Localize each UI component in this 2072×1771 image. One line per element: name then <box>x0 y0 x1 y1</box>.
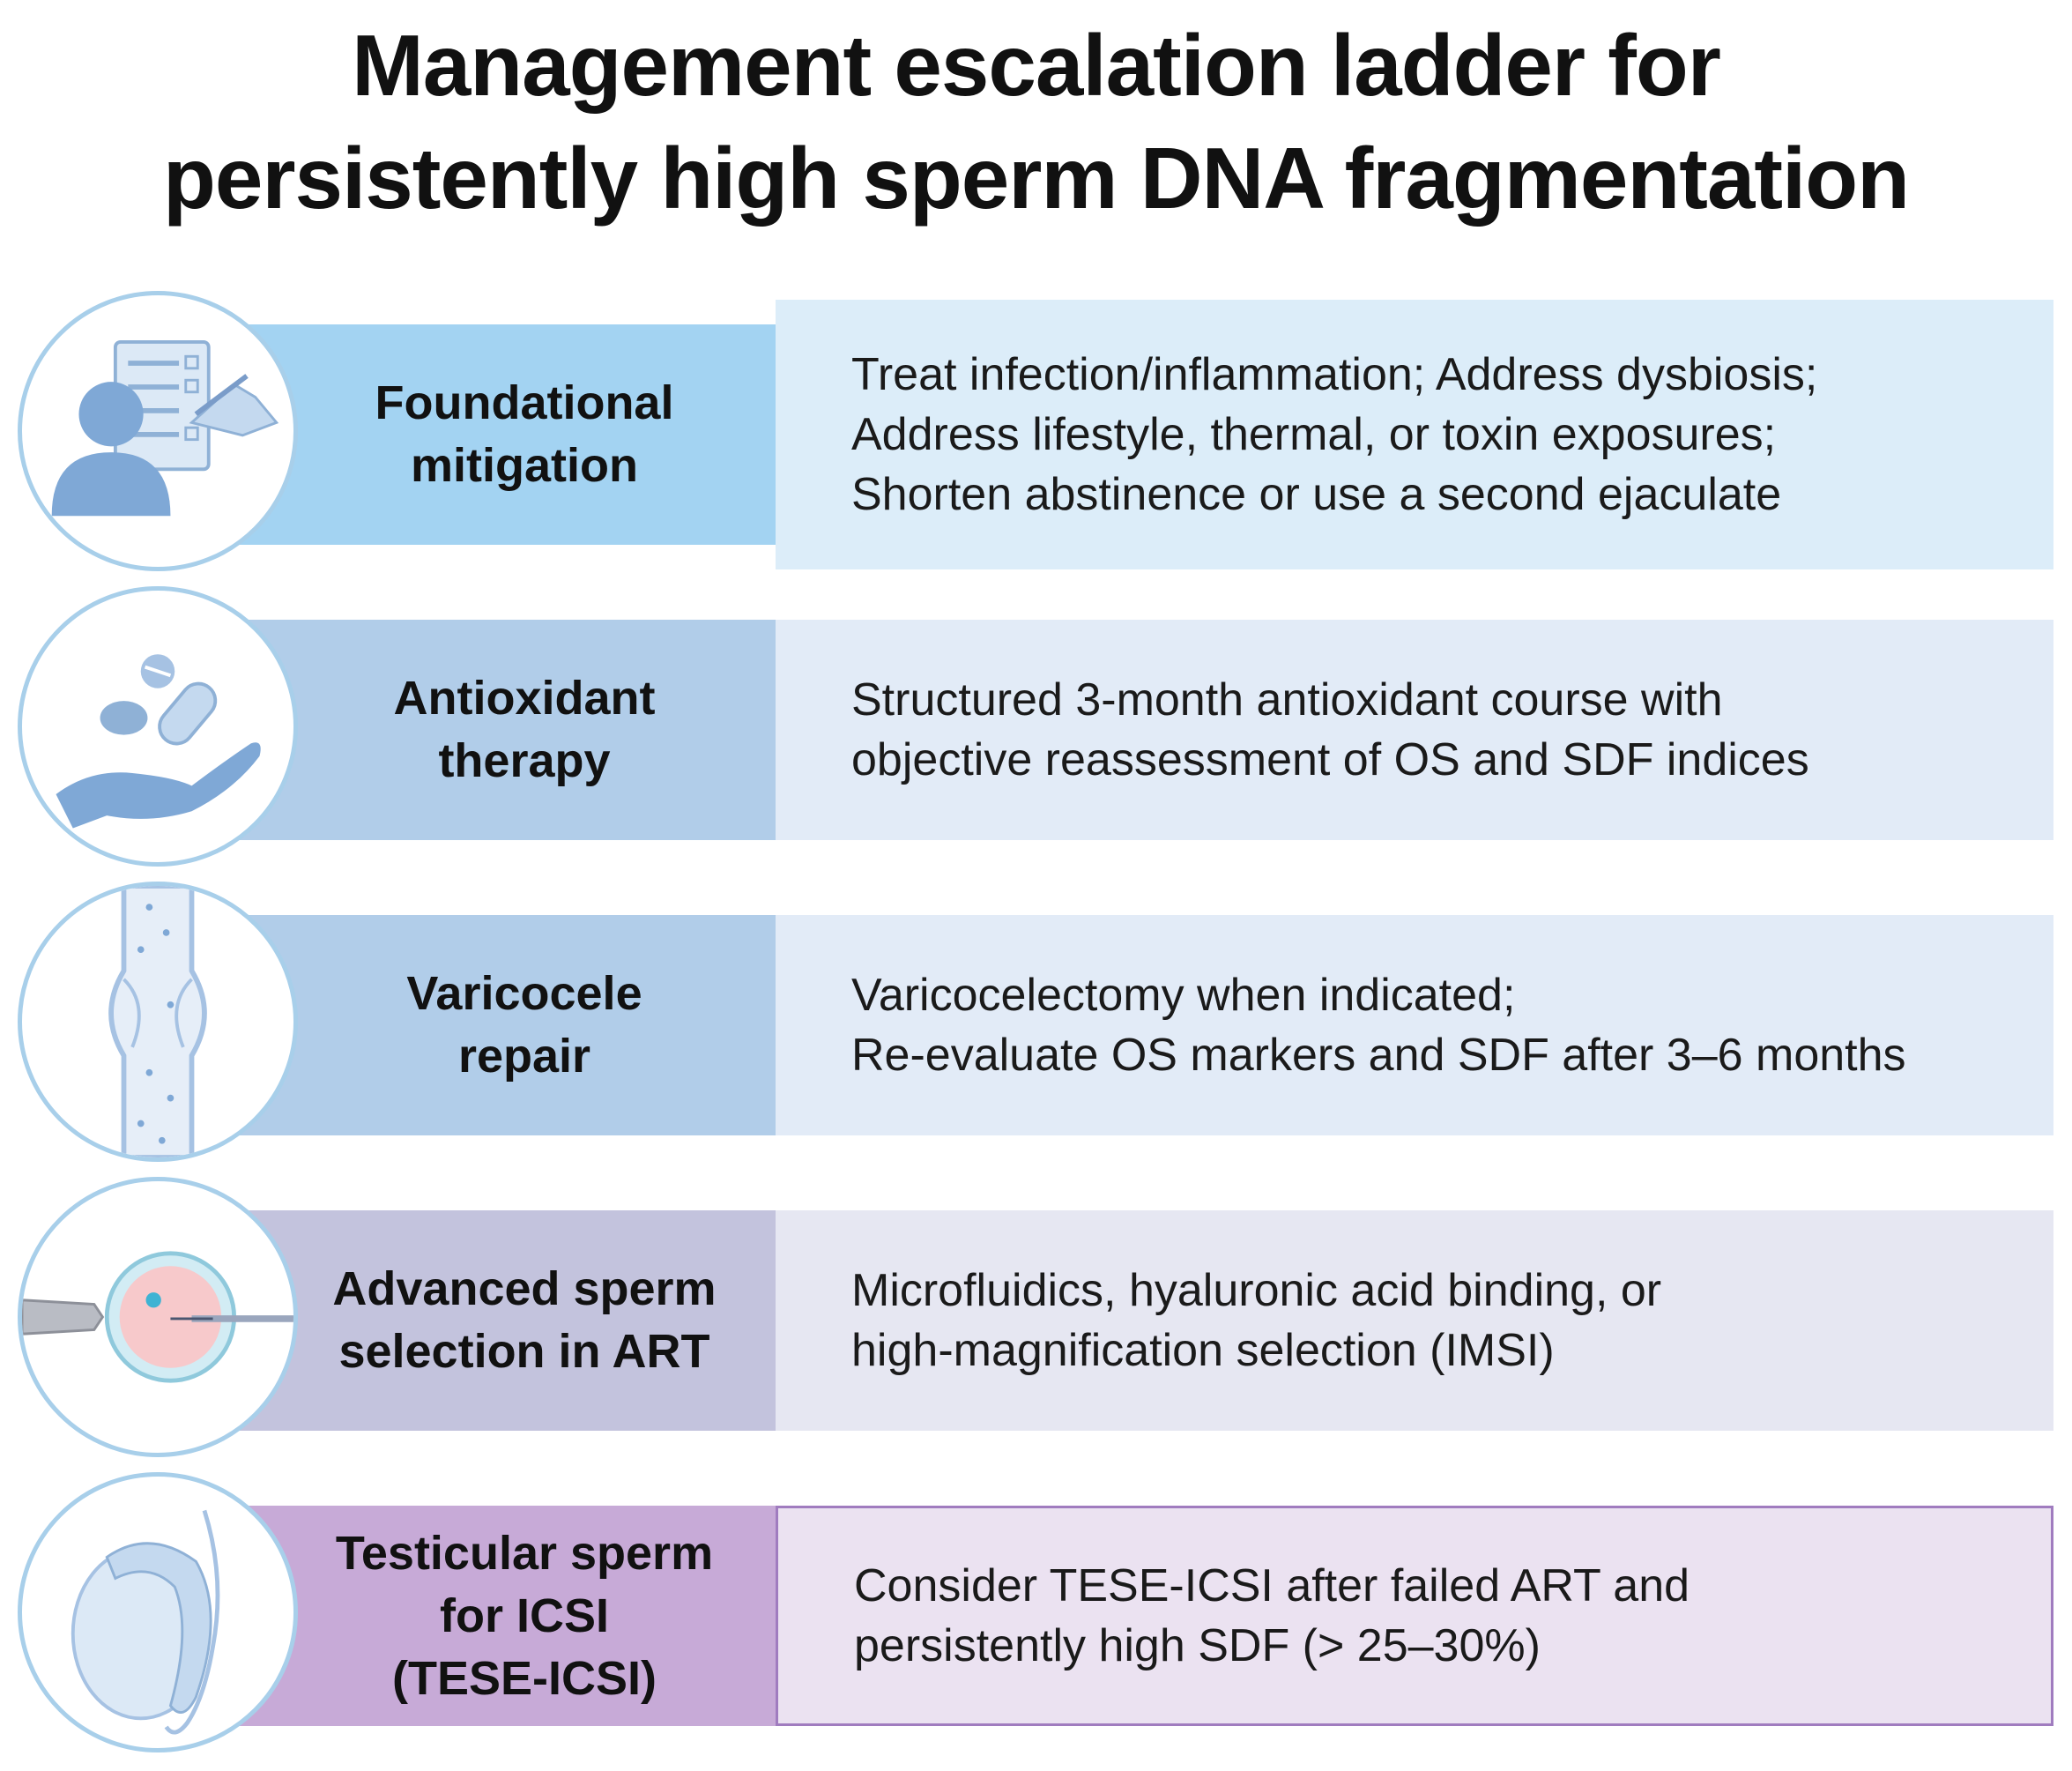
vein-valve-icon <box>18 882 298 1162</box>
step-label-line: Foundational <box>375 376 674 429</box>
testis-icon <box>18 1472 298 1752</box>
step-description: Microfluidics, hyaluronic acid binding, … <box>776 1210 2053 1431</box>
diagram-title: Management escalation ladder for persist… <box>0 9 2072 234</box>
description-line: Structured 3-month antioxidant course wi… <box>851 674 1723 726</box>
description-line: objective reassessment of OS and SDF ind… <box>851 734 1809 785</box>
hand-with-pills-icon <box>18 586 298 867</box>
icsi-injection-icon <box>18 1177 298 1457</box>
description-line: Address lifestyle, thermal, or toxin exp… <box>851 409 1777 460</box>
step-label-line: Varicocele <box>406 967 642 1020</box>
step-label: Varicocele repair <box>238 915 776 1135</box>
step-label-line: selection in ART <box>338 1325 710 1378</box>
step-label: Testicular sperm for ICSI (TESE-ICSI) <box>238 1506 776 1726</box>
step-label-line: mitigation <box>411 439 638 492</box>
step-label-line: Advanced sperm <box>332 1262 717 1315</box>
clinician-checklist-icon <box>18 291 298 571</box>
description-line: Varicocelectomy when indicated; <box>851 970 1516 1021</box>
step-label-line: Antioxidant <box>393 672 656 725</box>
step-description: Varicocelectomy when indicated; Re-evalu… <box>776 915 2053 1135</box>
description-line: persistently high SDF (> 25–30%) <box>854 1620 1541 1671</box>
step-label: Antioxidant therapy <box>238 620 776 840</box>
description-line: Re-evaluate OS markers and SDF after 3–6… <box>851 1030 1906 1081</box>
description-line: Shorten abstinence or use a second ejacu… <box>851 469 1782 520</box>
description-line: high-magnification selection (IMSI) <box>851 1325 1555 1376</box>
title-line-2: persistently high sperm DNA fragmentatio… <box>162 130 1910 227</box>
step-description: Consider TESE-ICSI after failed ART and … <box>776 1506 2053 1726</box>
step-description: Structured 3-month antioxidant course wi… <box>776 620 2053 840</box>
step-label: Foundational mitigation <box>238 324 776 545</box>
step-description: Treat infection/inflammation; Address dy… <box>776 300 2053 569</box>
title-line-1: Management escalation ladder for <box>352 17 1721 114</box>
step-label: Advanced sperm selection in ART <box>238 1210 776 1431</box>
step-label-line: therapy <box>438 734 611 787</box>
step-label-line: for ICSI <box>439 1589 609 1642</box>
description-line: Treat infection/inflammation; Address dy… <box>851 349 1818 400</box>
step-label-line: (TESE-ICSI) <box>391 1651 657 1705</box>
description-line: Consider TESE-ICSI after failed ART and <box>854 1560 1690 1611</box>
step-label-line: Testicular sperm <box>335 1526 714 1580</box>
step-label-line: repair <box>457 1030 591 1083</box>
description-line: Microfluidics, hyaluronic acid binding, … <box>851 1265 1662 1316</box>
